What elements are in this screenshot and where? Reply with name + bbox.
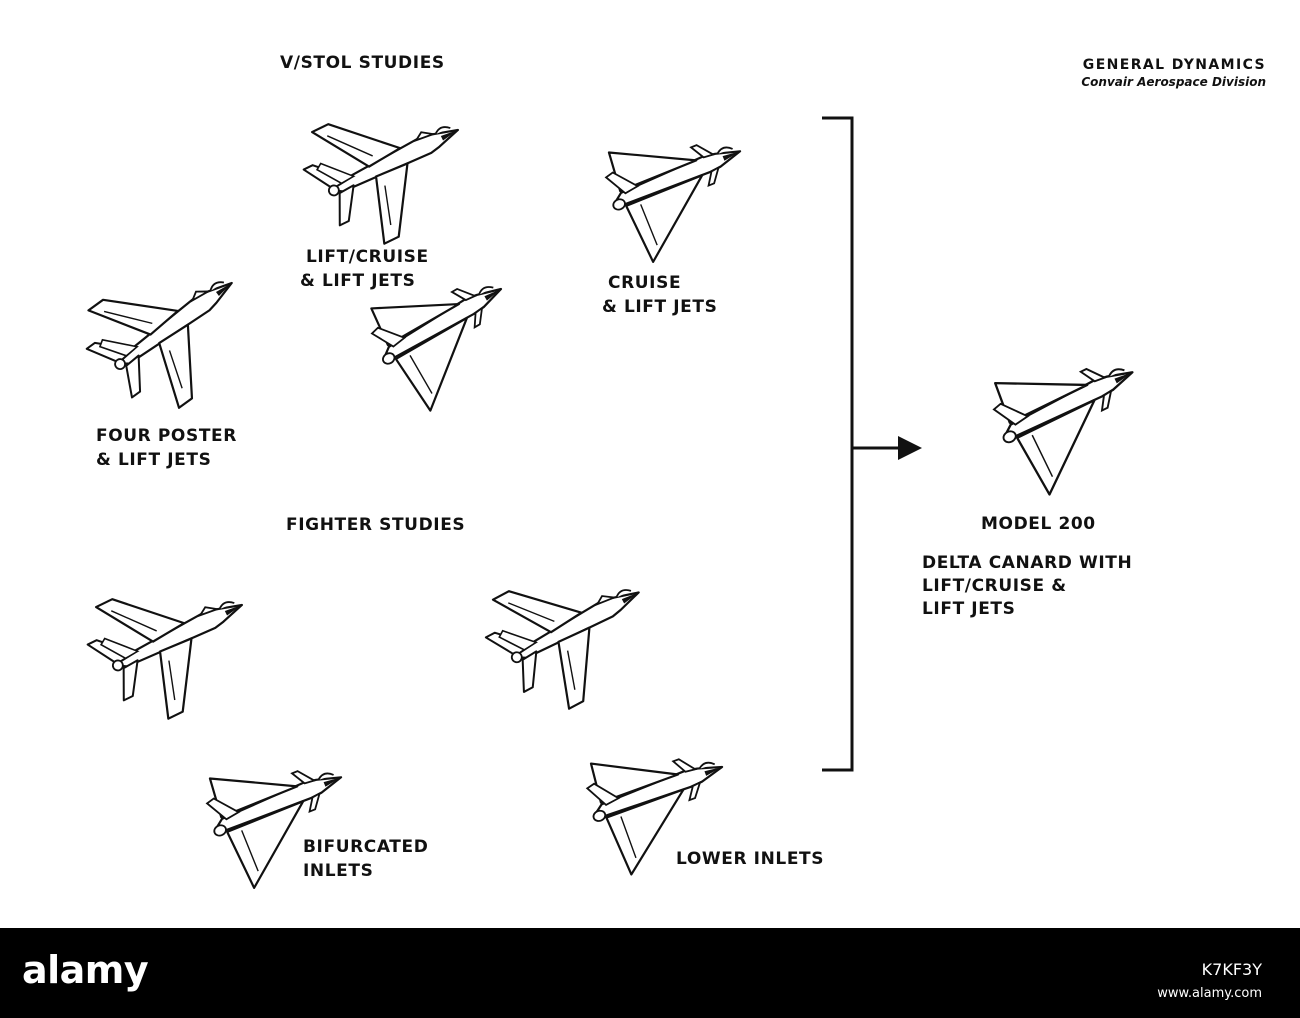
label-result-line1: DELTA CANARD WITH: [922, 553, 1133, 573]
result-arrow-head: [898, 436, 922, 460]
four-poster-aircraft: [67, 231, 274, 433]
lift-cruise-aircraft: [289, 73, 490, 263]
label-lift-cruise-line2: & LIFT JETS: [300, 271, 416, 291]
label-four-poster-line2: & LIFT JETS: [96, 450, 212, 470]
fighter-swept-aircraft: [73, 548, 274, 738]
fighter-studies-heading: FIGHTER STUDIES: [286, 515, 466, 535]
label-result-line3: LIFT JETS: [922, 599, 1016, 619]
model-200-aircraft: [978, 325, 1166, 503]
diagram-artwork: [67, 73, 1166, 895]
brand-division: Convair Aerospace Division: [1081, 75, 1266, 89]
label-result-line2: LIFT/CRUISE &: [922, 576, 1067, 596]
stock-logo: alamy: [22, 948, 149, 992]
label-lower-inlets: LOWER INLETS: [676, 849, 825, 869]
label-model-200: MODEL 200: [981, 514, 1096, 534]
stock-url: www.alamy.com: [1157, 986, 1262, 1001]
stock-footer-bar: [0, 928, 1300, 1018]
label-cruise-line1: CRUISE: [608, 273, 682, 293]
label-lift-cruise-line1: LIFT/CRUISE: [306, 247, 429, 267]
cruise-lift-aircraft: [592, 105, 768, 269]
fighter-swept-aircraft-2: [470, 536, 673, 729]
vstol-studies-heading: V/STOL STUDIES: [280, 53, 445, 73]
brand-name: GENERAL DYNAMICS: [1082, 57, 1266, 73]
grouping-bracket: [822, 116, 854, 772]
label-cruise-line2: & LIFT JETS: [602, 297, 718, 317]
brand-block: GENERAL DYNAMICS Convair Aerospace Divis…: [1030, 56, 1266, 90]
stock-image-id: K7KF3Y: [1201, 960, 1262, 979]
label-bifurcated-line2: INLETS: [303, 861, 374, 881]
label-bifurcated-line1: BIFURCATED: [303, 837, 429, 857]
label-four-poster-line1: FOUR POSTER: [96, 426, 237, 446]
